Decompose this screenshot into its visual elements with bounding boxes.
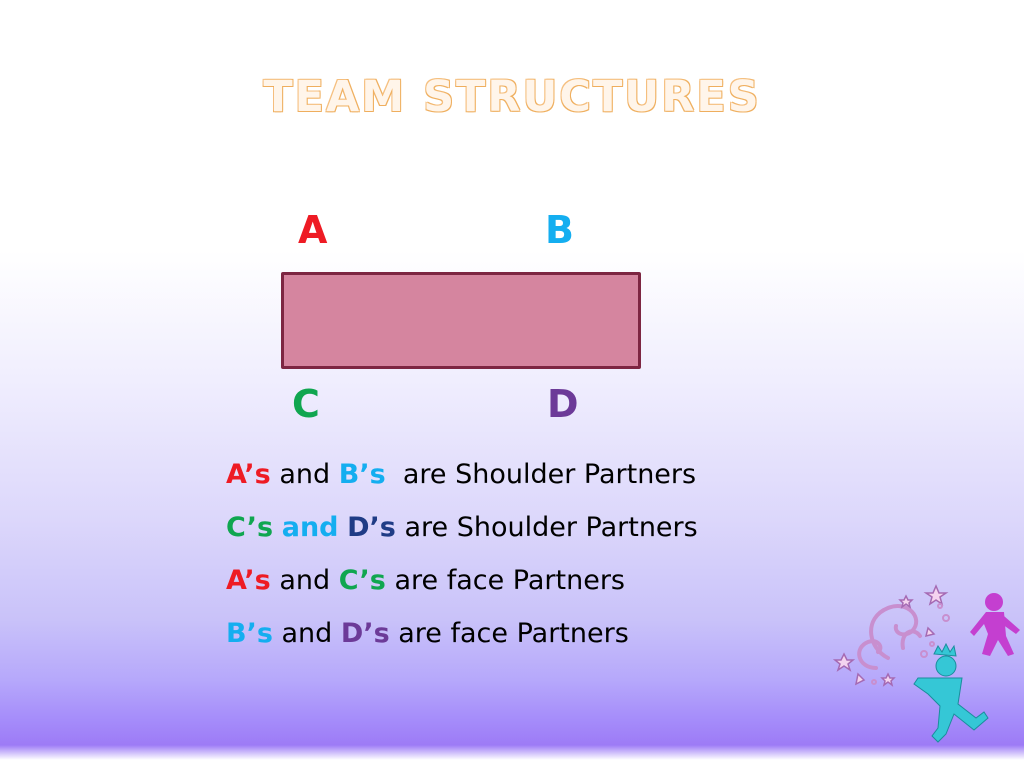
partner-rule-1: A’s and B’s are Shoulder Partners (226, 448, 698, 501)
corner-label-c: C (292, 382, 320, 426)
partner-rule-4: B’s and D’s are face Partners (226, 607, 698, 660)
partner-2: D’s (340, 618, 390, 649)
confetti-icon (871, 603, 950, 685)
corner-label-d: D (547, 382, 579, 426)
partner-2: B’s (338, 459, 386, 490)
partner-2: D’s (347, 512, 396, 543)
partner-1: B’s (226, 618, 273, 649)
relationship: are face Partners (398, 618, 629, 649)
conjunction: and (281, 618, 333, 649)
partner-1: C’s (226, 512, 274, 543)
stars-icon (832, 584, 949, 687)
partner-2: C’s (338, 565, 386, 596)
jumping-child-icon (913, 642, 989, 743)
conjunction: and (279, 565, 331, 596)
slide-title: TEAM STRUCTURES (263, 72, 761, 122)
team-table-rectangle (281, 272, 641, 369)
partner-rule-3: A’s and C’s are face Partners (226, 554, 698, 607)
corner-label-a: A (298, 208, 328, 252)
partner-rule-2: C’s and D’s are Shoulder Partners (226, 501, 698, 554)
running-child-icon (970, 593, 1020, 656)
conjunction: and (281, 512, 339, 543)
relationship: are face Partners (394, 565, 625, 596)
party-kids-clipart (832, 584, 1020, 743)
partner-1: A’s (226, 459, 271, 490)
corner-label-b: B (545, 208, 574, 252)
partner-rules: A’s and B’s are Shoulder Partners C’s an… (226, 448, 698, 660)
relationship: are Shoulder Partners (402, 459, 697, 490)
conjunction: and (279, 459, 331, 490)
relationship: are Shoulder Partners (404, 512, 698, 543)
partner-1: A’s (226, 565, 271, 596)
swirl-icon (857, 604, 922, 670)
